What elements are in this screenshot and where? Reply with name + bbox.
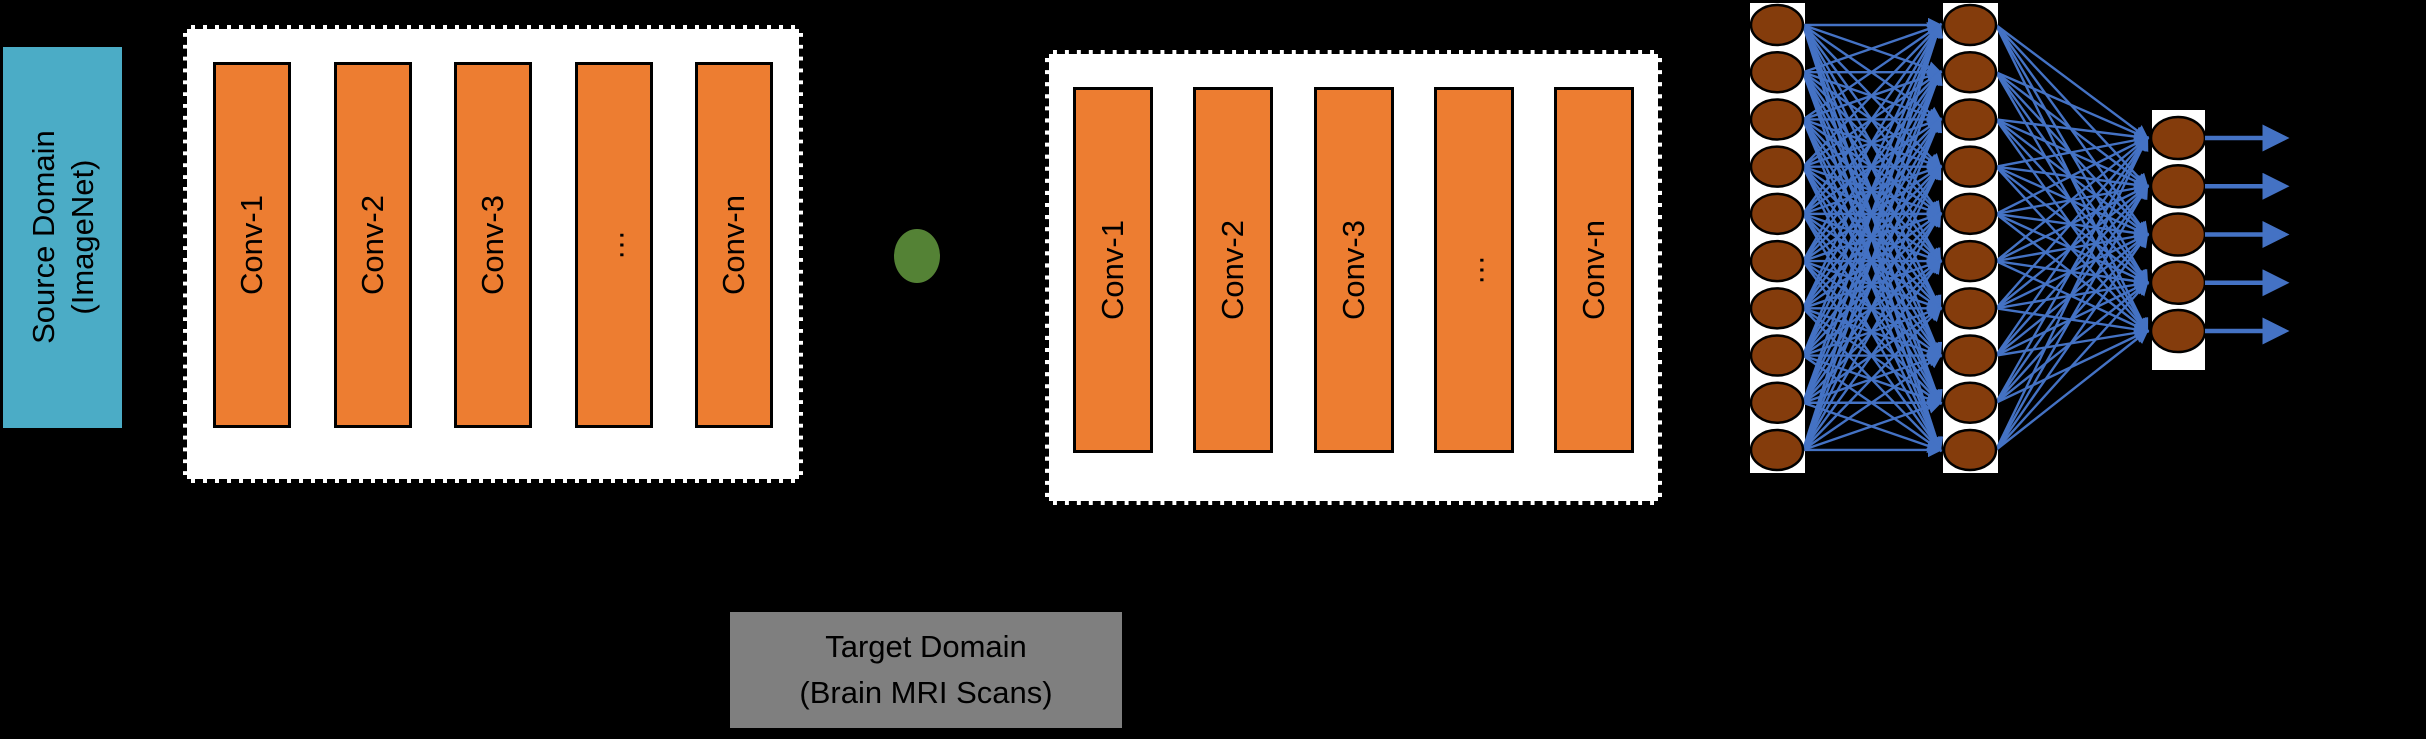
target-domain-label: Target Domain (Brain MRI Scans) [730, 612, 1122, 728]
network-layer-3 [2149, 115, 2207, 354]
neuron-node [1942, 98, 1998, 141]
neuron-node [1942, 3, 1998, 47]
conv-layer-label: Conv-1 [234, 195, 269, 295]
neuron-node [1749, 145, 1805, 188]
network-output-arrows [2205, 124, 2290, 345]
neuron-node [1942, 334, 1998, 377]
conv-layer-label: Conv-3 [1335, 220, 1371, 320]
neuron-node [1749, 239, 1805, 283]
target-domain-line2: (Brain MRI Scans) [799, 675, 1053, 710]
source-domain-line2: (ImageNet) [64, 159, 100, 316]
conv-layer-bar: Conv-n [1554, 87, 1634, 453]
neuron-node [1749, 334, 1805, 377]
conv-layer-label: Conv-n [1576, 220, 1611, 320]
neuron-node [1942, 192, 1998, 236]
neuron-node [1749, 50, 1805, 94]
conv-layer-bar: Conv-2 [1193, 87, 1274, 453]
fully-connected-network [1749, 3, 2290, 473]
conv-layer-bar: … [574, 62, 653, 428]
source-domain-label: Source Domain (ImageNet) [3, 47, 122, 428]
network-edges-1-2 [1801, 17, 1944, 458]
neuron-node [1749, 428, 1805, 472]
conv-layer-bar: Conv-3 [454, 62, 532, 428]
conv-layer-label: Conv-2 [1215, 220, 1251, 320]
conv-layer-bar: Conv-2 [333, 62, 412, 428]
neuron-node [1749, 381, 1805, 425]
conv-layer-bar: … [1433, 87, 1514, 453]
conv-layer-bar: Conv-3 [1313, 87, 1394, 453]
neuron-node [1749, 3, 1805, 47]
conv-layer-bar: Conv-1 [213, 62, 291, 428]
neuron-node [1749, 287, 1805, 330]
neuron-node [2149, 115, 2207, 161]
neuron-node [1942, 287, 1998, 330]
target-conv-block: Conv-1 Conv-2 Conv-3 … Conv-n [1045, 50, 1662, 505]
network-edges-2-3 [1994, 24, 2150, 451]
conv-layer-label: Conv-2 [354, 195, 390, 295]
neuron-node [1749, 192, 1805, 236]
neuron-node [1942, 239, 1998, 283]
source-domain-line1: Source Domain [25, 130, 61, 345]
neuron-node [1942, 381, 1998, 425]
conv-layer-label: … [595, 229, 631, 261]
target-domain-line1: Target Domain [825, 628, 1027, 664]
conv-layer-label: Conv-3 [475, 195, 510, 295]
transfer-knowledge-ellipse [894, 229, 940, 283]
neuron-node [2149, 164, 2207, 209]
neuron-node [2149, 212, 2207, 257]
neuron-node [1749, 98, 1805, 141]
source-domain-text: Source Domain (ImageNet) [23, 131, 101, 345]
neuron-node [1942, 50, 1998, 94]
neuron-node [2149, 260, 2207, 305]
source-conv-block: Conv-1 Conv-2 Conv-3 … Conv-n [183, 25, 803, 483]
neuron-node [1942, 145, 1998, 188]
conv-layer-bar: Conv-1 [1073, 87, 1153, 453]
neuron-node [1942, 428, 1998, 472]
network-layer-2 [1942, 3, 1998, 472]
neuron-node [2149, 308, 2207, 354]
conv-layer-label: Conv-n [716, 195, 751, 295]
network-layer-1 [1749, 3, 1805, 472]
conv-layer-bar: Conv-n [695, 62, 773, 428]
conv-layer-label: … [1455, 254, 1491, 286]
conv-layer-label: Conv-1 [1095, 220, 1130, 320]
